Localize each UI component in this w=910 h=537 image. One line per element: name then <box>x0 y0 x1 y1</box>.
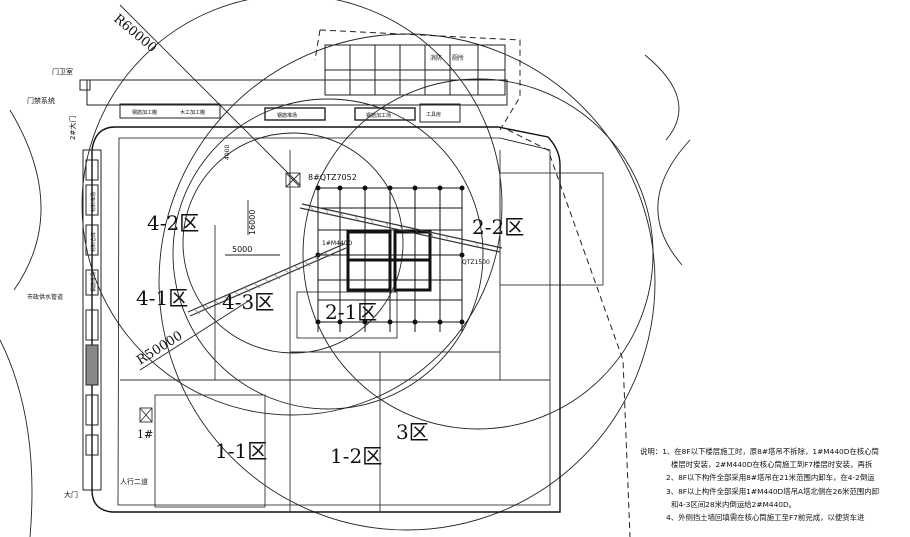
zone-label-1-1: 1-1区 <box>215 439 267 463</box>
fence-dashed-west <box>314 29 321 61</box>
label-shed2: 钢筋堆场 <box>277 112 297 119</box>
explanation-notes: 说明：1、在8F以下楼层施工时，原8#塔吊不拆除，1#M440D在核心筒 楼层时… <box>640 445 910 524</box>
outer-arc-bottom-left <box>0 339 33 537</box>
r60000-leader <box>119 4 301 186</box>
site-boundary <box>91 126 561 513</box>
crane-radius-circle-center <box>172 98 484 410</box>
label-fire: 消防 <box>430 54 442 62</box>
crane-label-east: QTZ1500 <box>462 259 490 266</box>
label-left-store3: 钢筋堆场 <box>90 272 97 292</box>
fence-dashed-north <box>319 29 521 131</box>
label-left-store2: 材料仓库 <box>90 232 97 252</box>
label-shed4: 木工加工棚 <box>180 109 205 116</box>
label-office: 工具房 <box>426 111 441 118</box>
label-gate-guard: 门卫室 <box>52 67 73 76</box>
note-line-1: 1、在8F以下楼层施工时，原8#塔吊不拆除，1#M440D在核心筒 <box>662 447 880 456</box>
core-walls <box>346 230 432 292</box>
zone-label-3: 3区 <box>396 420 429 444</box>
label-shed1: 钢筋加工棚 <box>132 109 157 116</box>
label-city-water: 市政供水管道 <box>27 293 63 301</box>
note-line-4: 4、外侧挡土墙回填需在核心筒施工至F7前完成，以便货车进 <box>666 513 865 523</box>
zone-label-4-3: 4-3区 <box>222 290 274 314</box>
crane-jib-east <box>299 203 503 253</box>
r50000-leader <box>139 299 251 371</box>
label-shed3: 钢筋加工场 <box>366 112 391 119</box>
crane-radius-circle-main <box>158 33 656 531</box>
office-block <box>419 103 461 123</box>
note-line-1b: 楼层时安装，2#M440D在核心筒施工到F7楼层时安装，再拆 <box>671 460 873 470</box>
west-strip <box>82 149 102 491</box>
dim-label-5000: 5000 <box>232 245 252 254</box>
zone-label-2-2: 2-2区 <box>472 215 524 239</box>
label-gate-system: 门禁系统 <box>27 96 55 105</box>
crane-box-1 <box>139 407 153 423</box>
crane-radius-circle-r60000 <box>81 0 503 416</box>
zone-label-2-1: 2-1区 <box>325 300 377 324</box>
left-shed <box>119 103 221 119</box>
dim-label-4000: 4000 <box>224 145 231 160</box>
zone-label-4-1: 4-1区 <box>136 286 188 310</box>
zone-label-1-2: 1-2区 <box>330 444 382 468</box>
dim-label-16000: 16000 <box>248 210 257 235</box>
outer-arc-right <box>657 139 691 266</box>
tower-block-1 <box>154 394 266 508</box>
building-top-long <box>86 79 508 106</box>
radius-label-r60000: R60000 <box>110 12 159 56</box>
label-gate-bottom: 大门 <box>64 490 78 499</box>
crane-label-core: 1#M440D <box>322 240 352 247</box>
note-line-2: 2、8F以下构件全部采用8#塔吊在21米范围内卸车，在4-2倒运 <box>666 473 875 483</box>
crane-jib-west <box>187 243 347 317</box>
note-prefix: 说明： <box>640 447 663 456</box>
radius-label-r50000: R50000 <box>134 329 185 369</box>
hatched-shed-2 <box>354 107 416 121</box>
gate-guard-box <box>79 79 91 91</box>
crane-label-8: 8#QTZ7052 <box>308 173 357 182</box>
inner-boundary <box>117 137 551 506</box>
note-line-3b: 和4-3区间28米内倒运给2#M440D。 <box>671 499 797 509</box>
crane-box-8 <box>285 172 301 188</box>
label-road-bottom: 人行二道 <box>120 477 148 486</box>
note-line-3: 3、8F以上构件全部采用1#M440D塔吊A塔北侧在26米范围内卸 <box>666 486 879 496</box>
label-toilet: 厕所 <box>452 54 464 62</box>
zone-2-1-building <box>296 291 398 339</box>
fence-dashed-east <box>507 129 631 537</box>
outer-arc-left <box>9 109 42 291</box>
east-building <box>499 172 604 286</box>
label-gate2: 2#大门 <box>68 116 77 140</box>
zone-label-4-2: 4-2区 <box>147 211 199 235</box>
crane-radius-circle-small <box>182 132 404 354</box>
crane-label-1: 1# <box>137 428 153 441</box>
label-left-store1: 材料堆场 <box>90 192 97 212</box>
hatched-shed-1 <box>264 107 326 121</box>
crane-radius-circle-east <box>302 78 654 430</box>
outer-arc-right-top <box>644 54 680 141</box>
